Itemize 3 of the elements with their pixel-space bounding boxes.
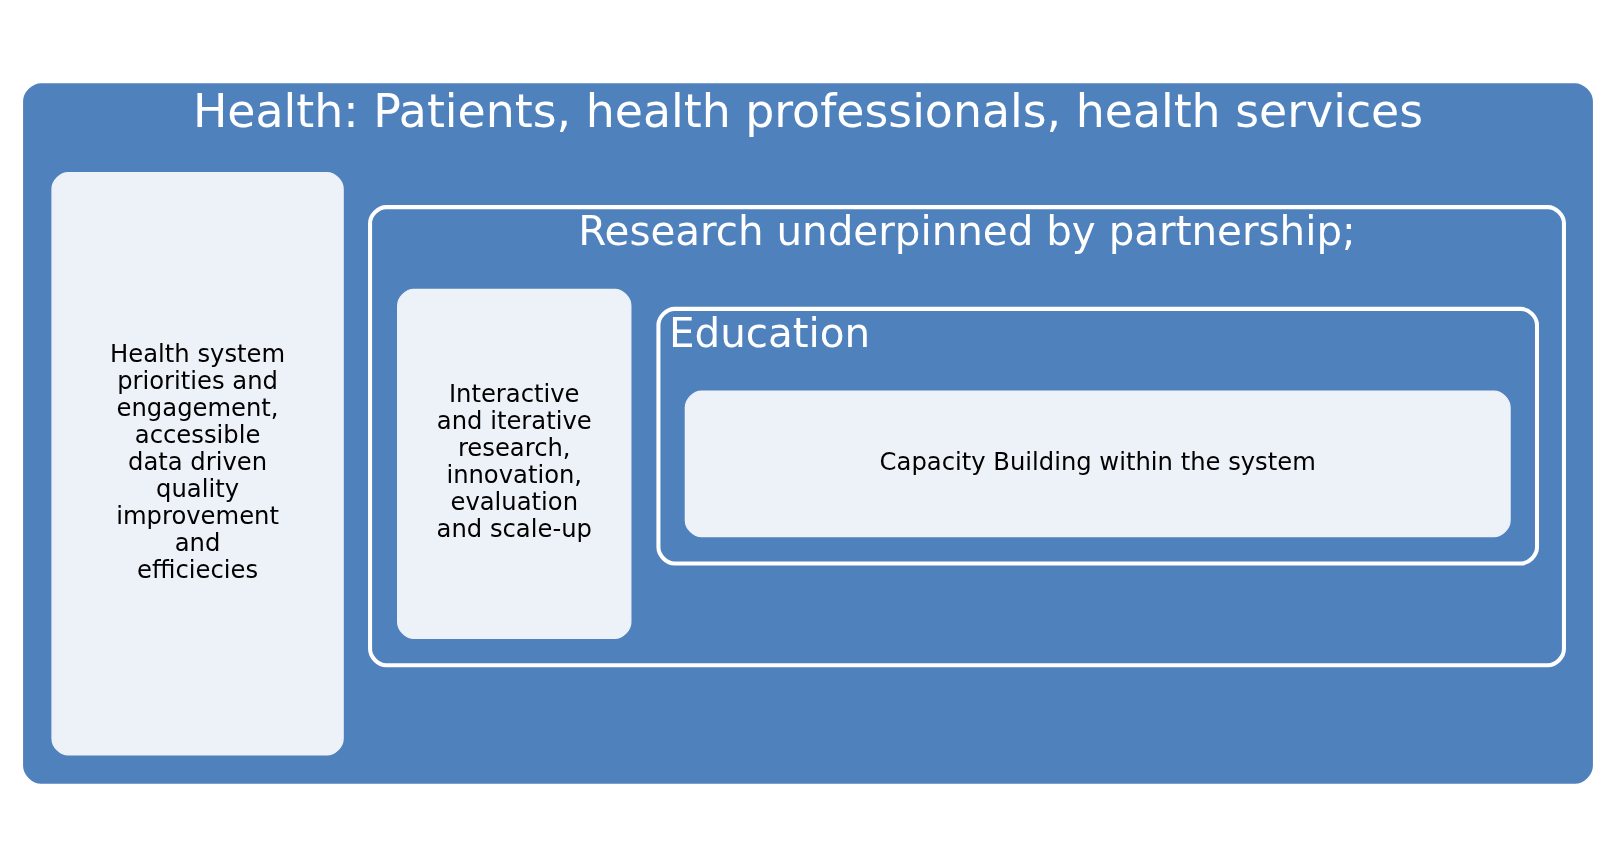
node-box: Health system priorities and engagement, accessible data driven quality improvement and efficiecies [51,172,344,756]
node-box: Capacity Building within the system [684,390,1511,538]
node-box: Interactive and iterative research, innovation, evaluation and scale-up [397,288,632,639]
